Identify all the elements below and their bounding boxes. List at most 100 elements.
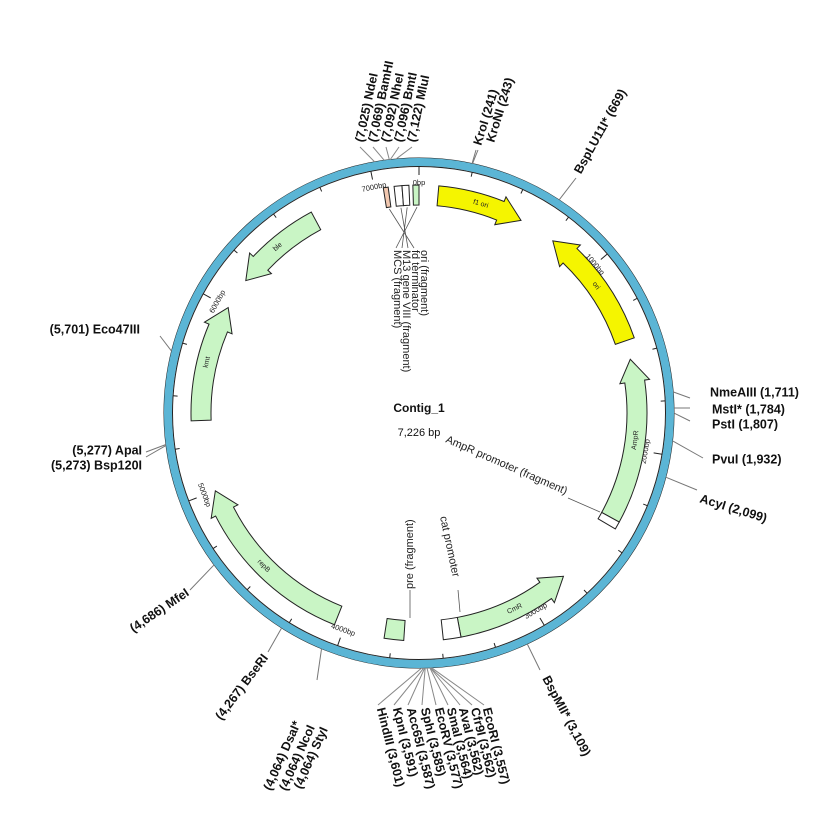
tick-mark (370, 171, 374, 180)
tick-mark (319, 187, 323, 192)
tick-mark (632, 297, 638, 301)
site-label-acyi-2-099: AcyI (2,099) (698, 492, 769, 526)
ampr-promoter-box (597, 511, 620, 530)
feature-label-ori: ori (591, 281, 601, 292)
tick-mark (182, 342, 188, 345)
site-leader (421, 667, 426, 706)
tick-mark (233, 249, 238, 254)
feature-cmr (456, 575, 565, 638)
tick-mark (643, 503, 648, 507)
tick-mark (520, 189, 524, 194)
feature-f1-ori (436, 185, 522, 226)
site-leader (145, 444, 167, 458)
site-label-nmeaiii-1-711: NmeAIII (1,711) (710, 385, 799, 399)
feature-kmt (190, 306, 233, 422)
tick-mark (288, 618, 293, 623)
small-feature-leader (400, 207, 409, 249)
site-label-msti-1-784: MstI* (1,784) (712, 402, 785, 416)
cat-promoter-box (440, 616, 462, 641)
site-label-5-277-apai: (5,277) ApaI (72, 443, 142, 457)
feature-ori (552, 240, 635, 346)
tick-mark (600, 253, 608, 260)
site-leader (372, 146, 385, 161)
feature-ble (245, 211, 322, 282)
ampr-promoter-leader (567, 497, 601, 513)
small-feature-leader (395, 206, 418, 249)
tick-mark (565, 216, 569, 221)
tick-mark (652, 347, 657, 350)
site-leader (471, 149, 477, 164)
backbone-ring (163, 157, 675, 669)
tick-mark (337, 637, 341, 646)
small-feature-label-mcs-fragment: MCS (fragment) (391, 250, 403, 328)
site-leader (395, 146, 413, 160)
tick-mark (246, 586, 251, 591)
site-leader (145, 444, 167, 453)
map-title: Contig_1 (393, 401, 445, 415)
tick-label: 7000bp (361, 180, 387, 194)
site-leader (385, 146, 390, 160)
site-leader (159, 335, 172, 352)
site-leader (558, 177, 577, 201)
feature-label-ampr: AmpR (631, 430, 640, 450)
site-leader (189, 564, 215, 591)
site-label-5-273-bsp120i: (5,273) Bsp120I (51, 458, 142, 472)
site-leader (429, 667, 461, 706)
site-leader (359, 146, 376, 163)
ampr-promoter-label: AmpR promoter (fragment) (444, 434, 569, 498)
feature-label-f1-ori: f1 ori (472, 199, 489, 210)
feature-label-ble: ble (272, 241, 284, 252)
site-leader (407, 667, 426, 706)
map-length: 7,226 bp (398, 427, 441, 439)
site-leader (431, 667, 485, 706)
backbone-band (164, 158, 674, 668)
feature-label-kmt: kmt (203, 356, 212, 369)
site-leader (673, 412, 691, 422)
tick-mark (188, 497, 197, 502)
mcs-fragment-box (382, 186, 392, 209)
tick-mark (212, 545, 218, 549)
tick-mark (389, 653, 391, 658)
center-labels: Contig_1 7,226 bp (393, 401, 445, 439)
tick-mark (470, 172, 473, 177)
ori-fragment-box (412, 184, 420, 206)
site-leader (316, 648, 323, 681)
site-leader (429, 667, 449, 706)
tick-mark (202, 293, 211, 299)
pre-fragment-label: pre (fragment) (404, 519, 416, 589)
site-leader (426, 667, 437, 706)
feature-ampr (600, 358, 651, 523)
small-features: MCS (fragment)M13 gene VIII (fragment)fd… (389, 206, 430, 372)
small-feature-label-fd-terminator: fd terminator (409, 250, 421, 312)
tick-mark (653, 452, 663, 455)
feature-repb (210, 489, 343, 626)
cat-promoter-label: cat promoter (437, 515, 462, 578)
site-leader (672, 391, 691, 399)
restriction-sites: KroI (241)KroNI (243)BspLU11I* (669)NmeA… (50, 60, 799, 793)
site-label-4-267-bseri: (4,267) BseRI (213, 651, 271, 722)
tick-label: 5000bp (196, 482, 213, 509)
site-leader (526, 643, 541, 671)
site-leader (267, 627, 283, 653)
site-label-4-686-mfei: (4,686) MfeI (127, 586, 191, 636)
cat-promoter-leader (457, 589, 461, 613)
site-leader (389, 146, 400, 160)
small-feature-leader (389, 208, 415, 249)
site-label-pvui-1-932: PvuI (1,932) (712, 452, 781, 466)
tick-mark (175, 448, 180, 450)
small-feature-label-ori-fragment: ori (fragment) (418, 250, 430, 316)
inner-labels: AmpR promoter (fragment) cat promoter pr… (404, 434, 601, 618)
site-leader (377, 667, 422, 706)
tick-mark (539, 617, 545, 626)
tick-mark (493, 642, 496, 648)
site-label-bspmii-3-109: BspMII* (3,109) (539, 673, 593, 758)
site-label-5-701-eco47iii: (5,701) Eco47III (50, 322, 140, 336)
tick-mark (273, 213, 277, 218)
tick-mark (618, 549, 623, 554)
pre-fragment-box (383, 617, 406, 642)
tick-mark (583, 589, 588, 594)
fd-terminator-box (401, 184, 411, 207)
site-leader (393, 667, 425, 706)
